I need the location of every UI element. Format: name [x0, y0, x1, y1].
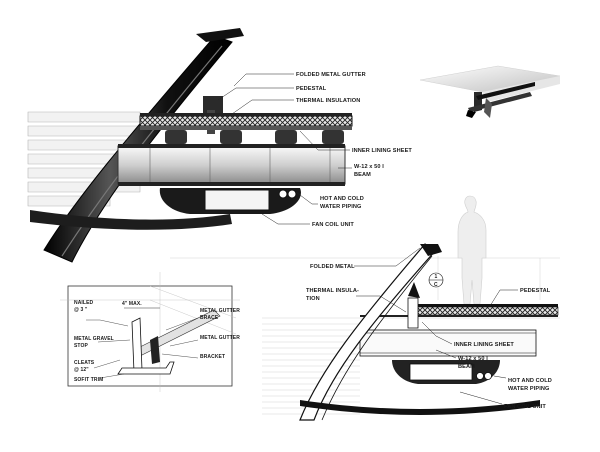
folded-metal-gutter	[196, 28, 244, 42]
section-marker: 1 C	[428, 272, 444, 288]
beam-top-flange	[118, 144, 345, 148]
top-label-folded-gutter: FOLDED METAL GUTTER	[296, 72, 366, 78]
detail-label-gutter-brace-1: METAL GUTTER	[200, 308, 240, 314]
section-label-water-piping: WATER PIPING	[508, 386, 550, 392]
top-3d-section	[27, 28, 353, 263]
detail-label-gravel-stop-2: STOP	[74, 343, 88, 349]
detail-label-nailed-spacing: @ 3 "	[74, 307, 88, 313]
beam-stiffeners	[149, 148, 331, 182]
building-section: 1 C	[170, 195, 560, 421]
section-shell-inner	[321, 255, 433, 421]
section-label-thermal-2: TION	[306, 296, 320, 302]
section-construction-lines	[170, 256, 560, 415]
inner-lining-sheet	[140, 126, 352, 130]
detail-label-metal-gutter: METAL GUTTER	[200, 335, 240, 341]
section-label-folded-metal: FOLDED METAL	[310, 264, 355, 270]
section-leaders	[354, 247, 518, 405]
detail-label-cleats: CLEATS	[74, 360, 95, 366]
detail-labels: NAILED @ 3 " 4" MAX. METAL GUTTER BRACE …	[74, 300, 240, 383]
top-label-thermal-insulation: THERMAL INSULATION	[296, 98, 360, 104]
detail-label-cleats-spacing: @ 12"	[74, 367, 89, 373]
top-leaders	[217, 73, 352, 225]
lining-supports	[165, 130, 344, 144]
human-scale-figure	[457, 195, 487, 305]
section-labels: FOLDED METAL THERMAL INSULA- TION PEDEST…	[306, 264, 552, 410]
section-marker-number: 1	[435, 274, 438, 280]
fan-coil-unit	[204, 189, 270, 211]
detail-soffit-trim	[117, 361, 175, 375]
section-label-beam: BEAM	[458, 364, 475, 370]
gutter-detail-box	[60, 272, 240, 392]
detail-gutter-brace	[131, 317, 143, 373]
detail-label-nailed: NAILED	[74, 300, 93, 306]
section-label-beam-size: W-12 x 50 I	[458, 356, 488, 362]
w12-beam	[117, 145, 346, 185]
section-label-fan-coil: FAN COIL UNIT	[504, 404, 546, 410]
section-slab	[418, 304, 558, 307]
detail-label-gravel-stop-1: METAL GRAVEL	[74, 336, 114, 342]
section-beam	[359, 329, 537, 357]
section-marker-letter: C	[434, 282, 438, 288]
section-folded-metal	[420, 244, 442, 256]
section-pedestal-cap	[408, 282, 420, 298]
section-label-thermal-1: THERMAL INSULA-	[306, 288, 359, 294]
top-label-inner-lining: INNER LINING SHEET	[352, 148, 412, 154]
top-label-pedestal: PEDESTAL	[296, 86, 327, 92]
section-pedestal	[407, 297, 419, 329]
top-label-beam-size: W-12 x 50 I	[354, 164, 384, 170]
section-label-inner-lining: INNER LINING SHEET	[454, 342, 514, 348]
section-fan-coil-unit	[409, 363, 473, 381]
section-lining	[360, 315, 558, 317]
section-insulation	[417, 306, 559, 316]
water-pipes	[278, 189, 297, 199]
detail-leaders	[86, 317, 199, 379]
top-label-hot-cold: HOT AND COLD	[320, 196, 364, 202]
detail-label-bracket: BRACKET	[200, 354, 225, 360]
section-lower-sweep	[300, 400, 540, 415]
top-labels: FOLDED METAL GUTTER PEDESTAL THERMAL INS…	[296, 72, 412, 228]
top-sheet	[140, 113, 352, 116]
lower-shell-sweep	[30, 210, 232, 230]
detail-label-gutter-brace-2: BRACE	[200, 315, 219, 321]
detail-label-max: 4" MAX.	[122, 301, 142, 307]
detail-label-soffit-trim: SOFIT TRIM	[74, 377, 103, 383]
beam-bottom-flange	[118, 182, 345, 186]
thermal-insulation	[139, 115, 353, 127]
gutter-3d-model	[419, 65, 561, 118]
top-label-beam: BEAM	[354, 172, 371, 178]
section-label-pedestal: PEDESTAL	[520, 288, 551, 294]
top-label-fan-coil: FAN COIL UNIT	[312, 222, 354, 228]
section-label-hot-cold: HOT AND COLD	[508, 378, 552, 384]
top-label-water-piping: WATER PIPING	[320, 204, 362, 210]
section-water-pipes	[476, 372, 492, 380]
detail-bracket	[150, 336, 160, 364]
